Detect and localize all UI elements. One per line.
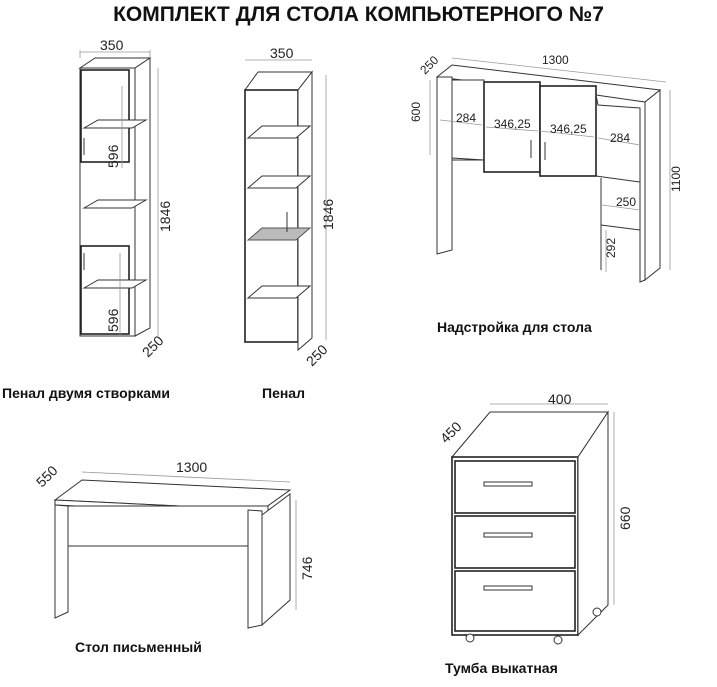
svg-text:1300: 1300 [542,53,569,67]
svg-text:284: 284 [456,111,476,125]
caption-penal-two-doors: Пенал двумя створками [2,385,170,401]
svg-text:746: 746 [299,556,315,580]
svg-text:1846: 1846 [157,201,173,232]
drawing-drawer-unit: 400 450 660 [437,391,633,645]
svg-text:660: 660 [617,506,633,530]
svg-text:400: 400 [548,391,572,407]
caption-penal: Пенал [262,385,305,401]
drawing-desk: 550 1300 746 [33,459,315,629]
svg-text:250: 250 [303,341,331,369]
svg-text:596: 596 [105,308,121,332]
svg-text:250: 250 [616,195,636,209]
caption-hutch: Надстройка для стола [437,319,592,335]
svg-text:600: 600 [409,102,423,122]
svg-text:350: 350 [100,37,124,53]
svg-text:1846: 1846 [320,199,336,230]
svg-text:346,25: 346,25 [494,117,531,131]
svg-text:250: 250 [417,53,441,77]
drawing-hutch: 250 1300 600 1100 284 346,25 346,25 284 … [409,53,683,283]
caption-drawer-unit: Тумба выкатная [445,660,558,676]
svg-text:550: 550 [33,462,61,490]
svg-text:350: 350 [270,45,294,61]
page-title: КОМПЛЕКТ ДЛЯ СТОЛА КОМПЬЮТЕРНОГО №7 [113,3,604,26]
svg-text:346,25: 346,25 [550,122,587,136]
svg-text:450: 450 [437,418,465,446]
svg-text:596: 596 [105,144,121,168]
svg-text:292: 292 [604,238,618,258]
svg-text:284: 284 [610,131,630,145]
svg-text:1100: 1100 [669,166,683,192]
caption-desk: Стол письменный [75,639,202,655]
drawing-penal: 350 1846 250 [244,45,336,369]
svg-text:250: 250 [139,332,167,360]
svg-text:1300: 1300 [176,459,207,475]
drawing-penal-two-doors: 350 1846 596 596 250 [78,37,173,360]
